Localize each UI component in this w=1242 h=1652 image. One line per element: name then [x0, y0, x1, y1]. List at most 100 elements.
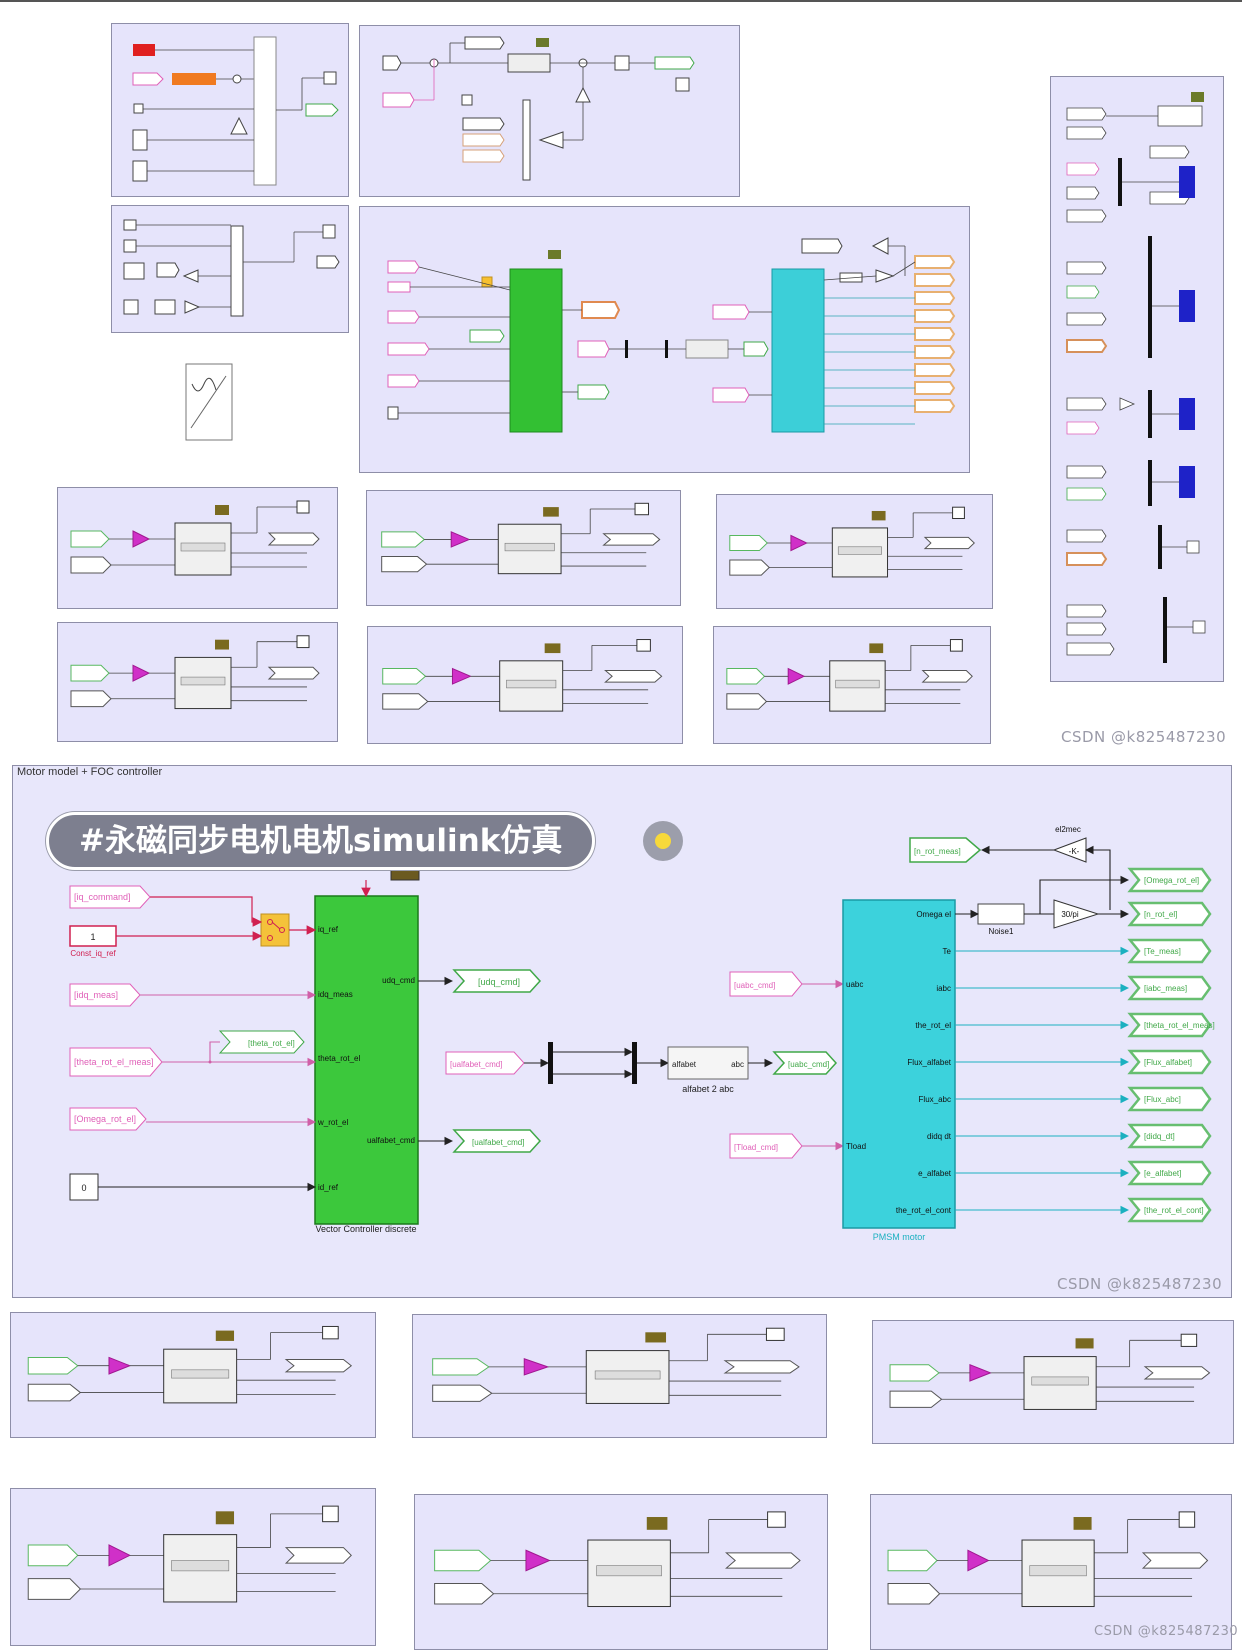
alfabet-in-port: alfabet: [672, 1060, 697, 1069]
goto-tag-label: [theta_rot_el_meas]: [1144, 1021, 1215, 1030]
gain-el2mec-name: el2mec: [1055, 825, 1081, 834]
observer-schematic: [27, 1505, 352, 1603]
gain-el2mec-value: -K-: [1069, 847, 1080, 856]
goto-tag-label: [Omega_rot_el]: [1144, 876, 1199, 885]
motor-port-out: Omega el: [916, 910, 951, 919]
goto-tag[interactable]: [Omega_rot_el]: [1127, 867, 1212, 893]
goto-tag-label: [iabc_meas]: [1144, 984, 1187, 993]
observer-schematic: [726, 639, 973, 712]
motor-port-in-0: uabc: [846, 980, 863, 989]
ctrl-port-in-0: iq_ref: [318, 925, 339, 934]
vector-controller-block[interactable]: [314, 895, 419, 1225]
goto-tag[interactable]: [Flux_alfabet]: [1127, 1049, 1212, 1075]
from-uabc-cmd[interactable]: [729, 971, 803, 997]
from-omega-rot-el[interactable]: [69, 1107, 147, 1131]
observer-schematic: [729, 506, 975, 578]
const-id-ref-value: 0: [81, 1183, 86, 1193]
motor-port-out: Flux_alfabet: [907, 1058, 951, 1067]
goto-ualfabet-cmd[interactable]: [452, 1129, 542, 1153]
motor-port-out: iabc: [936, 984, 951, 993]
ctrl-port-out-1: ualfabet_cmd: [367, 1136, 415, 1145]
pmsm-motor-block[interactable]: [842, 899, 956, 1229]
goto-tag-label: [Te_meas]: [1144, 947, 1181, 956]
observer-schematic: [889, 1333, 1211, 1410]
from-uabc-label: [uabc_cmd]: [734, 981, 775, 990]
goto-udq-label: [udq_cmd]: [478, 977, 520, 987]
goto-n-rot-meas[interactable]: [909, 837, 982, 863]
observer-schematic: [70, 500, 320, 576]
goto-tag-label: [Flux_alfabet]: [1144, 1058, 1192, 1067]
goto-theta-rot-el[interactable]: [218, 1030, 305, 1054]
from-tload-cmd[interactable]: [729, 1133, 803, 1159]
goto-tag-label: [n_rot_el]: [1144, 910, 1177, 919]
goto-udq-cmd[interactable]: [452, 969, 542, 993]
from-idq-meas-label: [idq_meas]: [74, 990, 118, 1000]
gain-30-over-pi-value: 30/pi: [1061, 910, 1079, 919]
main-panel-title: Motor model + FOC controller: [17, 766, 163, 778]
goto-tag[interactable]: [iabc_meas]: [1127, 975, 1212, 1001]
subsystem-panel-motor-foc-mini[interactable]: [359, 206, 970, 473]
goto-tag[interactable]: [theta_rot_el_meas]: [1127, 1012, 1215, 1038]
motor-port-in-1: Tload: [846, 1142, 866, 1151]
window-top-border: [0, 0, 1242, 2]
goto-tag[interactable]: [didq_dt]: [1127, 1123, 1212, 1149]
observer-schematic: [381, 502, 661, 575]
watermark-2: CSDN @k825487230: [1057, 1275, 1223, 1293]
from-theta-label: [theta_rot_el_meas]: [74, 1057, 154, 1067]
from-ualfabet-label: [ualfabet_cmd]: [450, 1060, 502, 1069]
observer-schematic: [887, 1511, 1209, 1608]
motor-port-out: Te: [943, 947, 952, 956]
ctrl-port-in-1: idq_meas: [318, 990, 353, 999]
noise-block-name: Noise1: [989, 927, 1014, 936]
goto-tag[interactable]: [e_alfabet]: [1127, 1160, 1212, 1186]
const-iq-ref-value: 1: [90, 932, 95, 942]
from-ualfabet-cmd[interactable]: [445, 1051, 525, 1075]
demux-bar[interactable]: [548, 1042, 553, 1084]
goto-tag-label: [the_rot_el_cont]: [1144, 1206, 1204, 1215]
observer-schematic: [70, 635, 320, 710]
goto-theta-label: [theta_rot_el]: [248, 1039, 295, 1048]
ctrl-port-in-2: theta_rot_el: [318, 1054, 360, 1063]
motor-output-ports: Omega el Te iabc the_rot_elFlux_alfabetFlux…: [896, 910, 952, 1215]
watermark-1: CSDN @k825487230: [1061, 728, 1227, 746]
observer-schematic: [432, 1327, 800, 1404]
mini-motor-gotos: [914, 255, 956, 413]
goto-tag[interactable]: [n_rot_el]: [1127, 901, 1212, 927]
alfabet-out-port: abc: [731, 1060, 744, 1069]
from-iq-command[interactable]: [69, 885, 151, 909]
alfabet-2-abc-block[interactable]: [667, 1046, 749, 1080]
goto-ualfabet-label: [ualfabet_cmd]: [472, 1138, 524, 1147]
goto-tag[interactable]: [Te_meas]: [1127, 938, 1212, 964]
motor-port-out: e_alfabet: [918, 1169, 952, 1178]
from-theta-rot-el-meas[interactable]: [69, 1047, 163, 1077]
motor-block-name: PMSM motor: [873, 1232, 926, 1242]
goto-tag[interactable]: [the_rot_el_cont]: [1127, 1197, 1212, 1223]
goto-uabc-cmd[interactable]: [772, 1051, 838, 1075]
mux-bar[interactable]: [632, 1042, 637, 1084]
from-idq-meas[interactable]: [69, 983, 141, 1007]
gain-30-over-pi[interactable]: [1053, 899, 1100, 929]
observer-schematic: [434, 1511, 801, 1608]
watermark-3: CSDN @k825487230: [1094, 1624, 1239, 1639]
ctrl-port-in-3: w_rot_el: [317, 1118, 348, 1127]
motor-port-out: the_rot_el_cont: [896, 1206, 952, 1215]
from-tload-label: [Tload_cmd]: [734, 1143, 778, 1152]
const-id-ref-block[interactable]: [69, 1173, 99, 1201]
ctrl-port-out-0: udq_cmd: [382, 976, 415, 985]
const-iq-ref-label: Const_iq_ref: [70, 949, 116, 958]
observer-schematic: [382, 639, 663, 712]
from-iq-command-label: [iq_command]: [74, 892, 131, 902]
observer-schematic: [27, 1325, 353, 1404]
motor-port-out: Flux_abc: [919, 1095, 951, 1104]
goto-n-rot-meas-label: [n_rot_meas]: [914, 847, 961, 856]
goto-uabc-label: [uabc_cmd]: [788, 1060, 829, 1069]
subsystem-panel-signal-generation[interactable]: [111, 205, 349, 333]
motor-port-out: the_rot_el: [915, 1021, 951, 1030]
goto-tag-label: [Flux_abc]: [1144, 1095, 1181, 1104]
ctrl-port-in-4: id_ref: [318, 1183, 339, 1192]
from-omega-label: [Omega_rot_el]: [74, 1114, 136, 1124]
goto-tag[interactable]: [Flux_abc]: [1127, 1086, 1212, 1112]
